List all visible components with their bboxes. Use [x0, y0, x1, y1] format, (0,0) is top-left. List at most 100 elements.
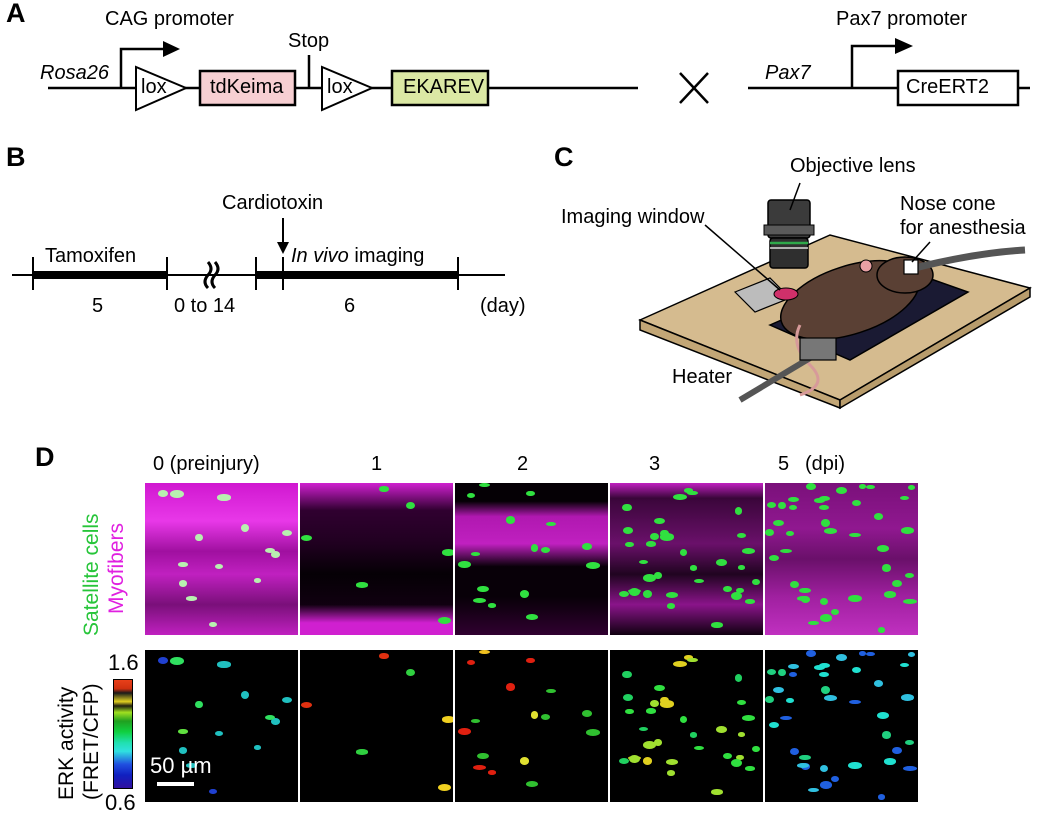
erk-cell: [877, 793, 886, 800]
myofiber-panel-day-5: [765, 483, 918, 635]
satellite-cell: [281, 530, 292, 537]
erk-cell: [654, 685, 665, 692]
erk-cell: [736, 754, 744, 761]
satellite-cell: [873, 513, 884, 521]
nose-cone: [903, 259, 919, 275]
imaging-window: [773, 287, 799, 301]
erk-cell: [638, 726, 648, 731]
satellite-cell: [877, 626, 886, 633]
satellite-cell: [892, 580, 902, 588]
satellite-cell: [767, 501, 777, 508]
erk-cell: [735, 674, 743, 682]
myofiber-panel-day-1: [300, 483, 453, 635]
erk-cell: [215, 731, 223, 737]
erk-cell: [530, 711, 539, 719]
colorbar-max-label: 1.6: [108, 650, 139, 675]
erk-cell: [665, 758, 679, 765]
cag-promoter-label: CAG promoter: [105, 8, 234, 30]
satellite-cell: [683, 488, 694, 493]
lox2-label: lox: [327, 76, 353, 98]
erk-cell: [807, 787, 819, 793]
erk-cell: [716, 726, 727, 733]
down-arrowhead-icon: [277, 242, 289, 254]
erk-cell: [505, 683, 515, 691]
erk-cell: [852, 667, 862, 674]
satellite-cell: [813, 498, 826, 503]
satellite-cell: [649, 533, 659, 540]
satellite-cell: [858, 484, 866, 489]
anesthesia-tube: [914, 246, 1026, 272]
erk-cell: [666, 770, 675, 776]
erk-cell: [745, 766, 756, 771]
satellite-cell: [769, 555, 780, 562]
satellite-cell: [900, 527, 914, 534]
erk-cell: [884, 758, 897, 765]
erk-cell: [835, 654, 847, 662]
colorbar-min-label: 0.6: [105, 790, 136, 815]
erk-cell: [624, 708, 634, 715]
satellite-cell: [884, 591, 897, 598]
satellite-cell: [819, 504, 829, 510]
erk-cell: [903, 765, 917, 771]
fret-cfp-label: (FRET/CFP): [80, 683, 103, 800]
satellite-cell: [778, 502, 786, 510]
satellite-cell: [622, 503, 633, 512]
erk-cell: [301, 702, 313, 708]
erk-cell: [873, 680, 884, 688]
erk-cell: [711, 789, 723, 795]
erk-cell: [281, 697, 292, 704]
erk-cell: [264, 715, 275, 721]
erk-cell: [679, 716, 687, 723]
erk-cell: [649, 700, 659, 707]
erk-cell: [356, 749, 369, 755]
erk-cell: [546, 688, 556, 694]
satellite-cell: [722, 585, 732, 592]
erk-cell: [660, 700, 675, 708]
satellite-cell: [820, 519, 830, 527]
creert2-label: CreERT2: [906, 76, 989, 98]
satellite-cell: [458, 560, 471, 569]
erk-cell: [820, 686, 830, 694]
erk-panel-day-0: [145, 650, 298, 802]
erk-cell: [185, 763, 198, 768]
satellite-cell: [848, 594, 863, 603]
satellite-cell: [477, 585, 489, 593]
satellite-cell: [505, 516, 515, 524]
pax7-promoter-arrow: [850, 44, 900, 88]
satellite-cell: [530, 544, 539, 552]
erk-cell: [477, 752, 489, 760]
in-vivo-imaging-label: In vivo imaging: [291, 245, 424, 268]
erk-cell: [881, 731, 891, 739]
satellite-cell: [519, 590, 529, 598]
satellite-cell: [788, 496, 800, 503]
satellite-cell: [178, 580, 187, 587]
satellite-cell: [799, 587, 811, 594]
satellite-cell: [629, 587, 641, 596]
satellite-cells-label: Satellite cells: [80, 513, 103, 636]
pax7-arrowhead-icon: [895, 38, 913, 54]
erk-cell: [622, 694, 633, 701]
satellite-cell: [881, 564, 891, 572]
satellite-cell: [820, 614, 833, 622]
heater-box: [799, 337, 837, 361]
scale-bar-label: 50 µm: [150, 753, 212, 778]
satellite-cell: [687, 490, 698, 496]
satellite-cell: [711, 622, 723, 628]
satellite-cell: [903, 598, 917, 604]
satellite-cell: [742, 548, 756, 554]
erk-cell: [585, 729, 600, 736]
erk-cell: [849, 700, 861, 705]
satellite-cell: [716, 559, 727, 566]
erk-cell: [823, 695, 837, 702]
erk-cell: [788, 663, 800, 670]
satellite-cell: [618, 590, 629, 597]
satellite-cell: [654, 572, 662, 579]
erk-cell: [406, 669, 416, 677]
satellite-cell: [665, 591, 679, 598]
erk-cell: [866, 651, 875, 657]
erk-cell: [672, 660, 687, 668]
satellite-cell: [157, 489, 168, 497]
dpi-unit-label: (dpi): [805, 453, 846, 475]
satellite-cell: [487, 603, 497, 608]
imaging-window-label: Imaging window: [561, 206, 705, 228]
